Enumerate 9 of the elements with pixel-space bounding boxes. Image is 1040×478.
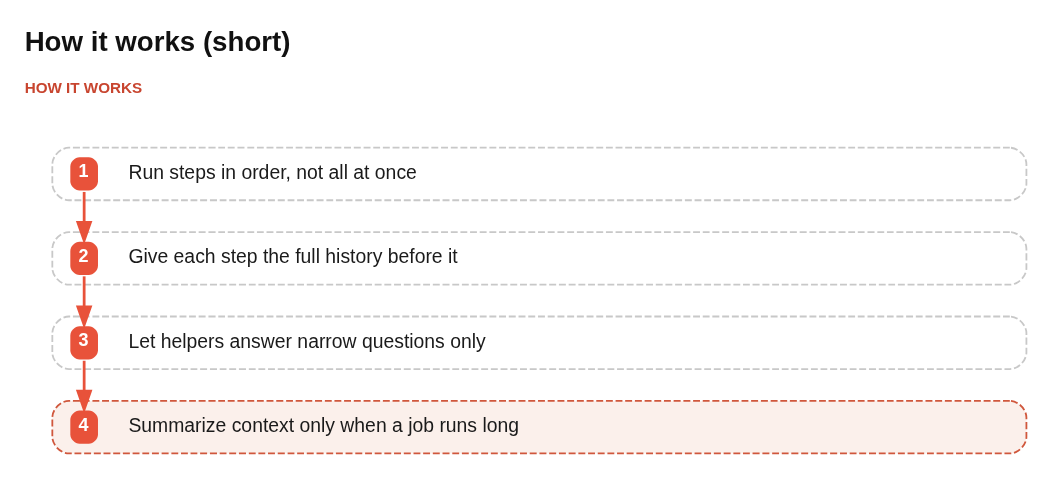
node-box: 1 Run steps in order, not all at once [51,146,1028,202]
node-box: 2 Give each step the full history before it [51,231,1028,286]
node-box: 3 Let helpers answer narrow questions only [51,315,1028,370]
arrow [75,276,93,329]
diagram-title: How it works (short) [24,25,291,57]
arrow [75,360,93,414]
node-box: 4 Summarize context only when a job runs long [51,400,1028,455]
label: HOW IT WORKS [24,79,143,97]
arrow [75,191,93,245]
